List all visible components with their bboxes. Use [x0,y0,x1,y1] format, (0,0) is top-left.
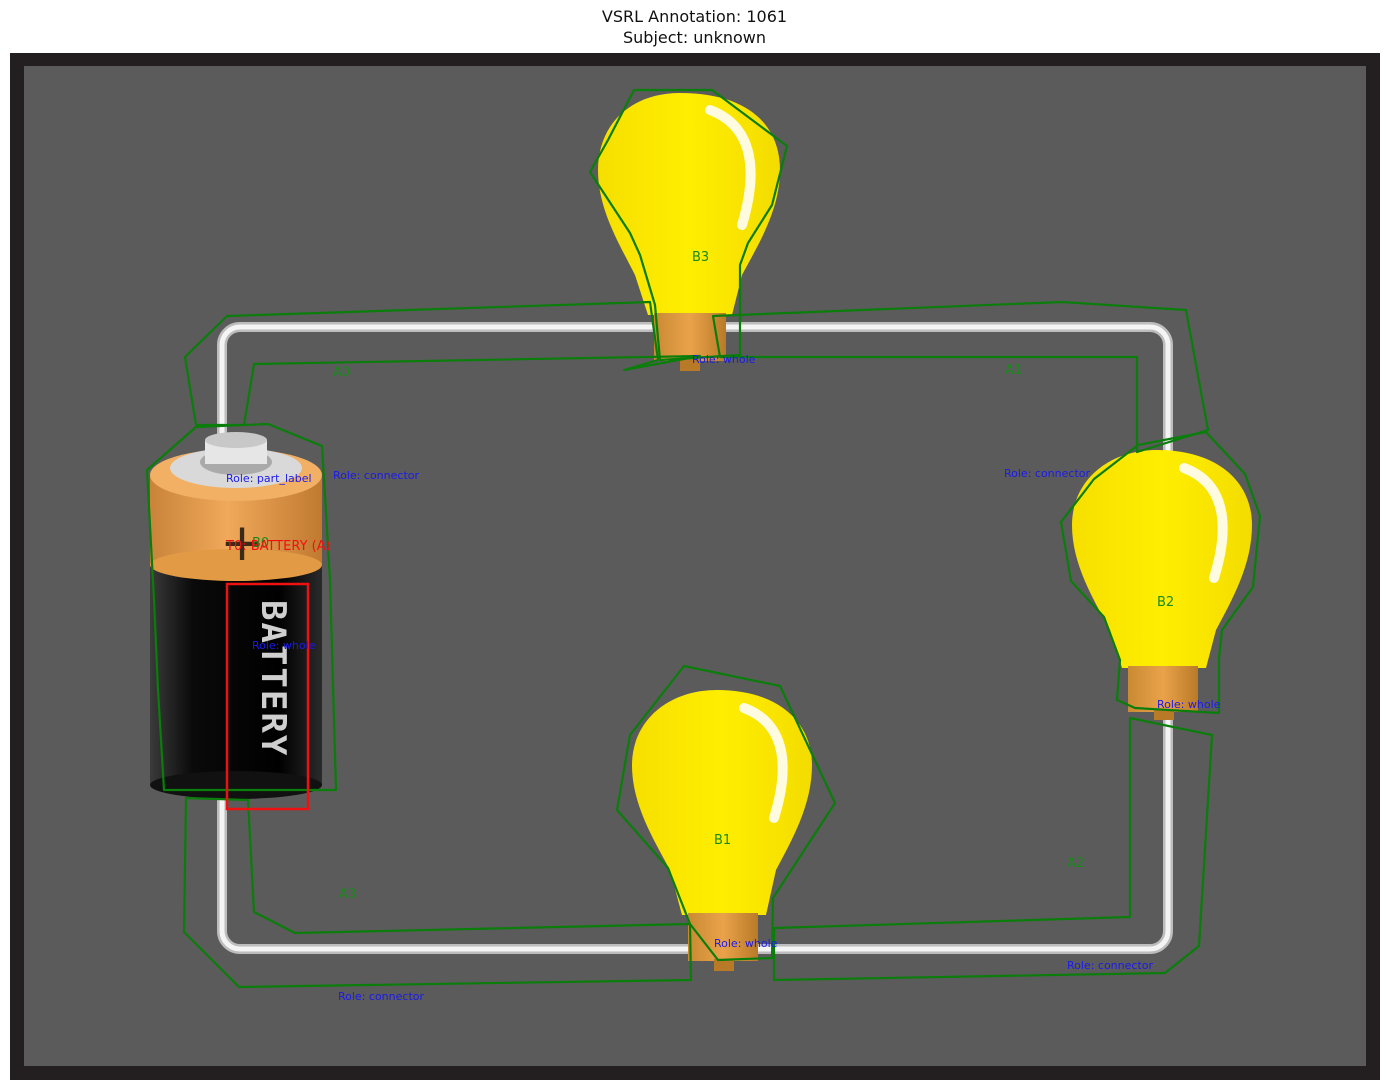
role-connector-a0: Role: connector [333,469,419,482]
label-b1: B1 [714,833,731,848]
label-a1: A1 [1005,363,1022,378]
role-connector-a2: Role: connector [1067,959,1153,972]
highlight-box [225,582,310,811]
label-b2: B2 [1157,595,1174,610]
role-connector-a3: Role: connector [338,990,424,1003]
subject-line: Subject: unknown [623,28,766,47]
label-a0: A0 [333,365,350,380]
annotation-polygon-b2 [1059,430,1262,715]
role-whole-b2: Role: whole [1157,698,1221,711]
light-bulb-icon [1072,450,1252,720]
annotation-polygon-b0 [145,422,338,792]
role-connector-a1: Role: connector [1004,467,1090,480]
label-b3: B3 [692,250,709,265]
role-whole-b3: Role: whole [692,353,756,366]
battery-body-text: BATTERY [253,600,293,757]
battery-plus-sign: + [220,513,264,573]
role-part-label: Role: part_label [226,472,312,485]
role-whole-b1: Role: whole [714,937,778,950]
annotation-polygon-a0 [183,300,702,427]
highlight-label: T0: BATTERY (A) [225,539,331,554]
annotation-polygon-b1 [615,664,837,962]
label-a3: A3 [339,887,356,902]
label-a2: A2 [1067,856,1084,871]
annotation-title: VSRL Annotation: 1061 [601,7,788,26]
role-whole-b0: Role: whole [252,639,316,652]
label-b0: B0 [252,536,269,551]
annotation-polygon-a1 [711,300,1210,454]
annotation-polygon-a2 [772,716,1214,982]
battery-icon: + BATTERY [150,432,322,799]
annotation-polygon-a3 [182,796,693,989]
figure-header: VSRL Annotation: 1061 Subject: unknown [0,6,1389,48]
annotation-polygon-b3 [588,88,789,362]
light-bulb-icon [632,690,812,971]
